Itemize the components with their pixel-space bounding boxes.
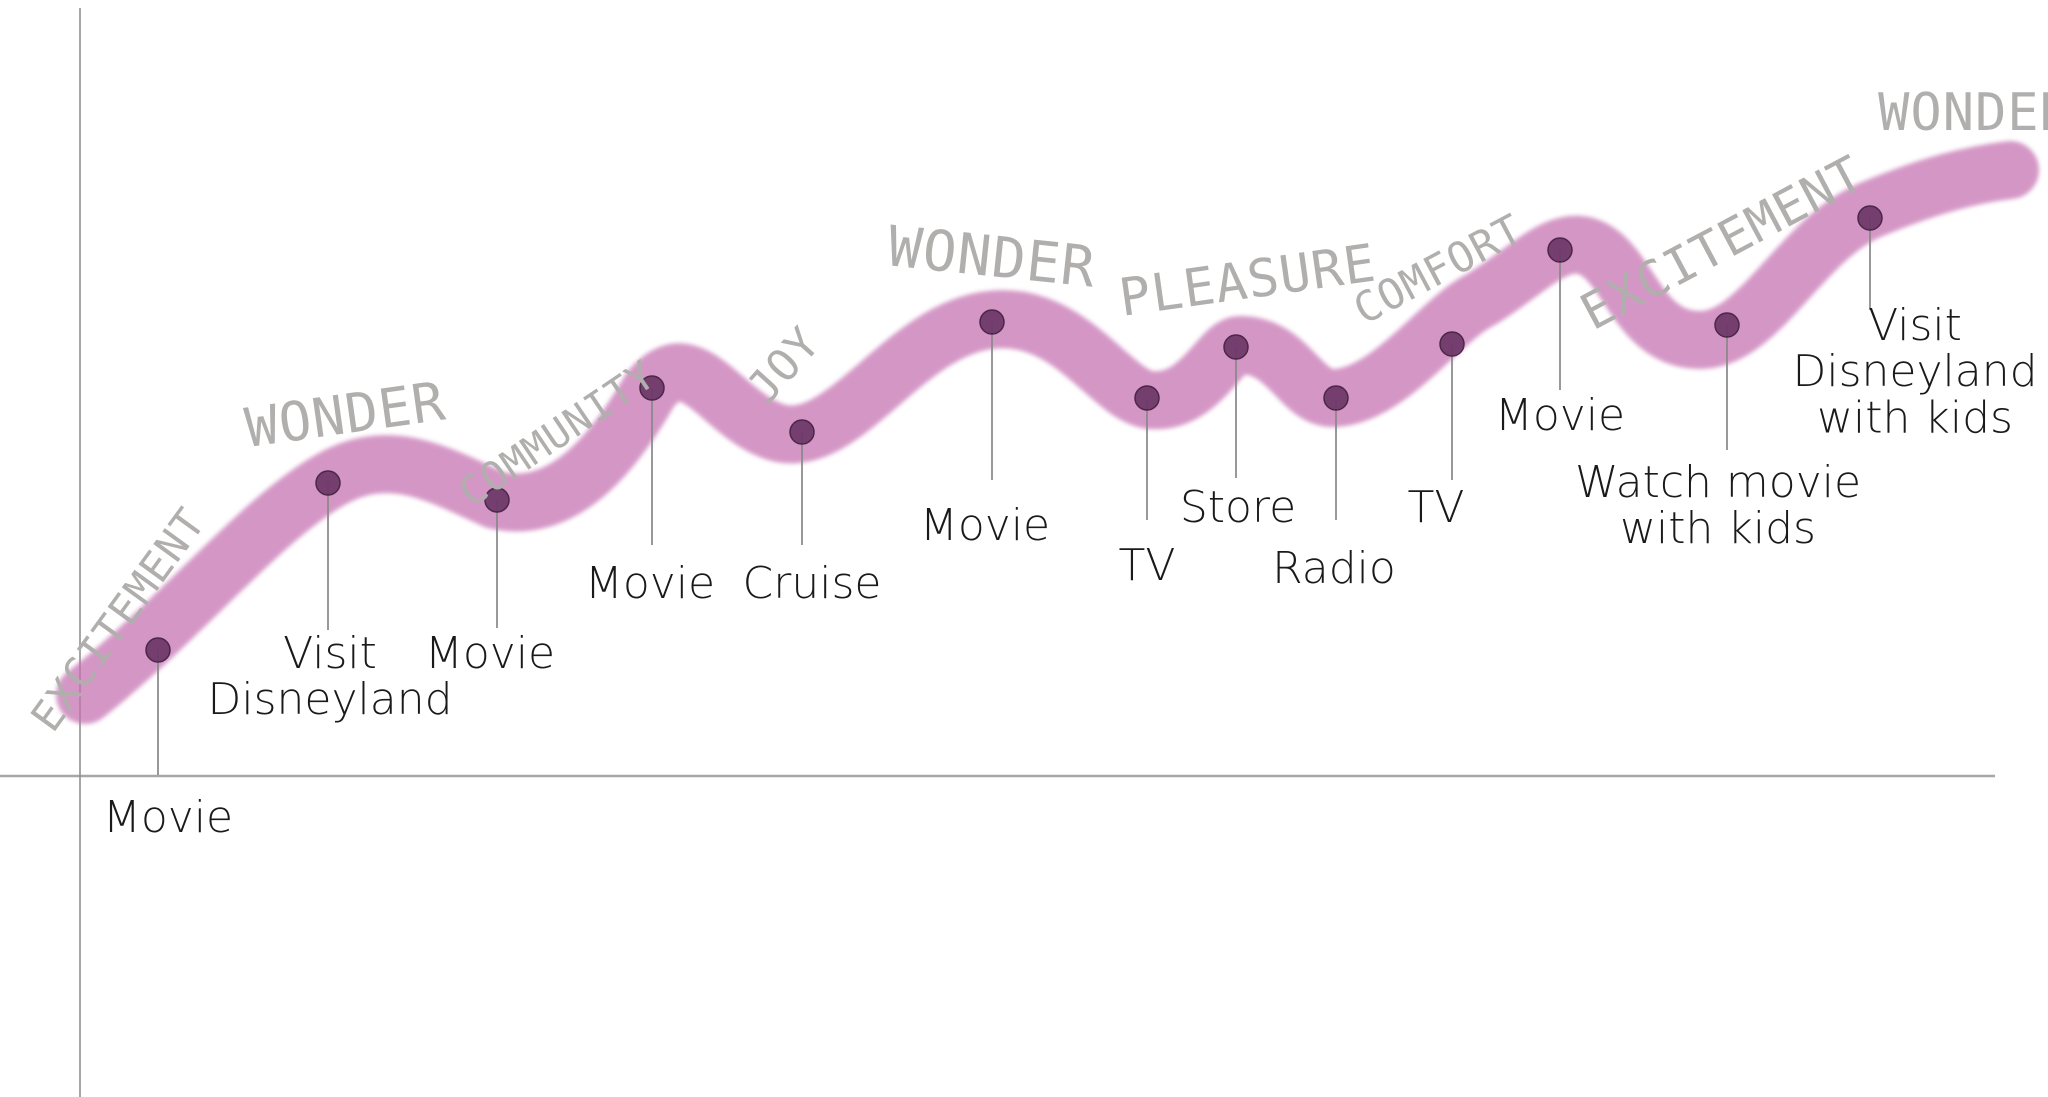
touchpoint-label: Movie: [425, 628, 555, 679]
touchpoint-label-line: Visit: [283, 628, 377, 679]
touchpoint-marker: [1439, 331, 1465, 357]
touchpoint-label: TV: [1119, 540, 1176, 591]
touchpoint-label-line: TV: [1119, 540, 1176, 591]
touchpoint-label-line: Watch movie: [1575, 457, 1861, 508]
touchpoint-label: Movie: [103, 792, 233, 843]
emotion-label: WONDER: [885, 214, 1099, 300]
touchpoint-marker: [1714, 312, 1740, 338]
touchpoint-label: Movie: [1495, 390, 1625, 441]
touchpoint-label: Movie: [585, 558, 715, 609]
touchpoint-marker: [315, 470, 341, 496]
touchpoint-marker: [1223, 334, 1249, 360]
touchpoint-marker: [1323, 385, 1349, 411]
touchpoint-label-line: TV: [1408, 482, 1465, 533]
touchpoint-marker: [639, 375, 665, 401]
touchpoint-marker: [145, 637, 171, 663]
touchpoint-label: Radio: [1272, 543, 1396, 594]
touchpoint-marker: [789, 419, 815, 445]
touchpoint-label-line: with kids: [1620, 503, 1816, 554]
touchpoint-marker: [1857, 205, 1883, 231]
touchpoint-label: Movie: [920, 500, 1050, 551]
touchpoint-label: TV: [1408, 482, 1465, 533]
touchpoint-label-line: Movie: [920, 500, 1050, 551]
emotion-label: PLEASURE: [1115, 233, 1379, 328]
touchpoint-label-line: Radio: [1272, 543, 1396, 594]
touchpoint-label-line: Visit: [1868, 300, 1962, 351]
touchpoint-label-line: Movie: [425, 628, 555, 679]
touchpoint-marker: [1547, 237, 1573, 263]
touchpoint-marker: [484, 487, 510, 513]
emotion-label: WONDER: [1878, 83, 2048, 143]
touchpoint-label-line: Disneyland: [207, 674, 452, 725]
touchpoint-label-line: Disneyland: [1792, 346, 2037, 397]
touchpoint-label: Store: [1180, 482, 1296, 533]
touchpoint-label-line: Cruise: [743, 558, 882, 609]
touchpoint-label-line: with kids: [1817, 392, 2013, 443]
touchpoint-marker: [979, 309, 1005, 335]
touchpoint-label-line: Movie: [1495, 390, 1625, 441]
touchpoint-label: Cruise: [743, 558, 882, 609]
touchpoint-marker: [1134, 385, 1160, 411]
touchpoint-label-line: Movie: [103, 792, 233, 843]
touchpoint-label-line: Store: [1180, 482, 1296, 533]
touchpoint-label-line: Movie: [585, 558, 715, 609]
